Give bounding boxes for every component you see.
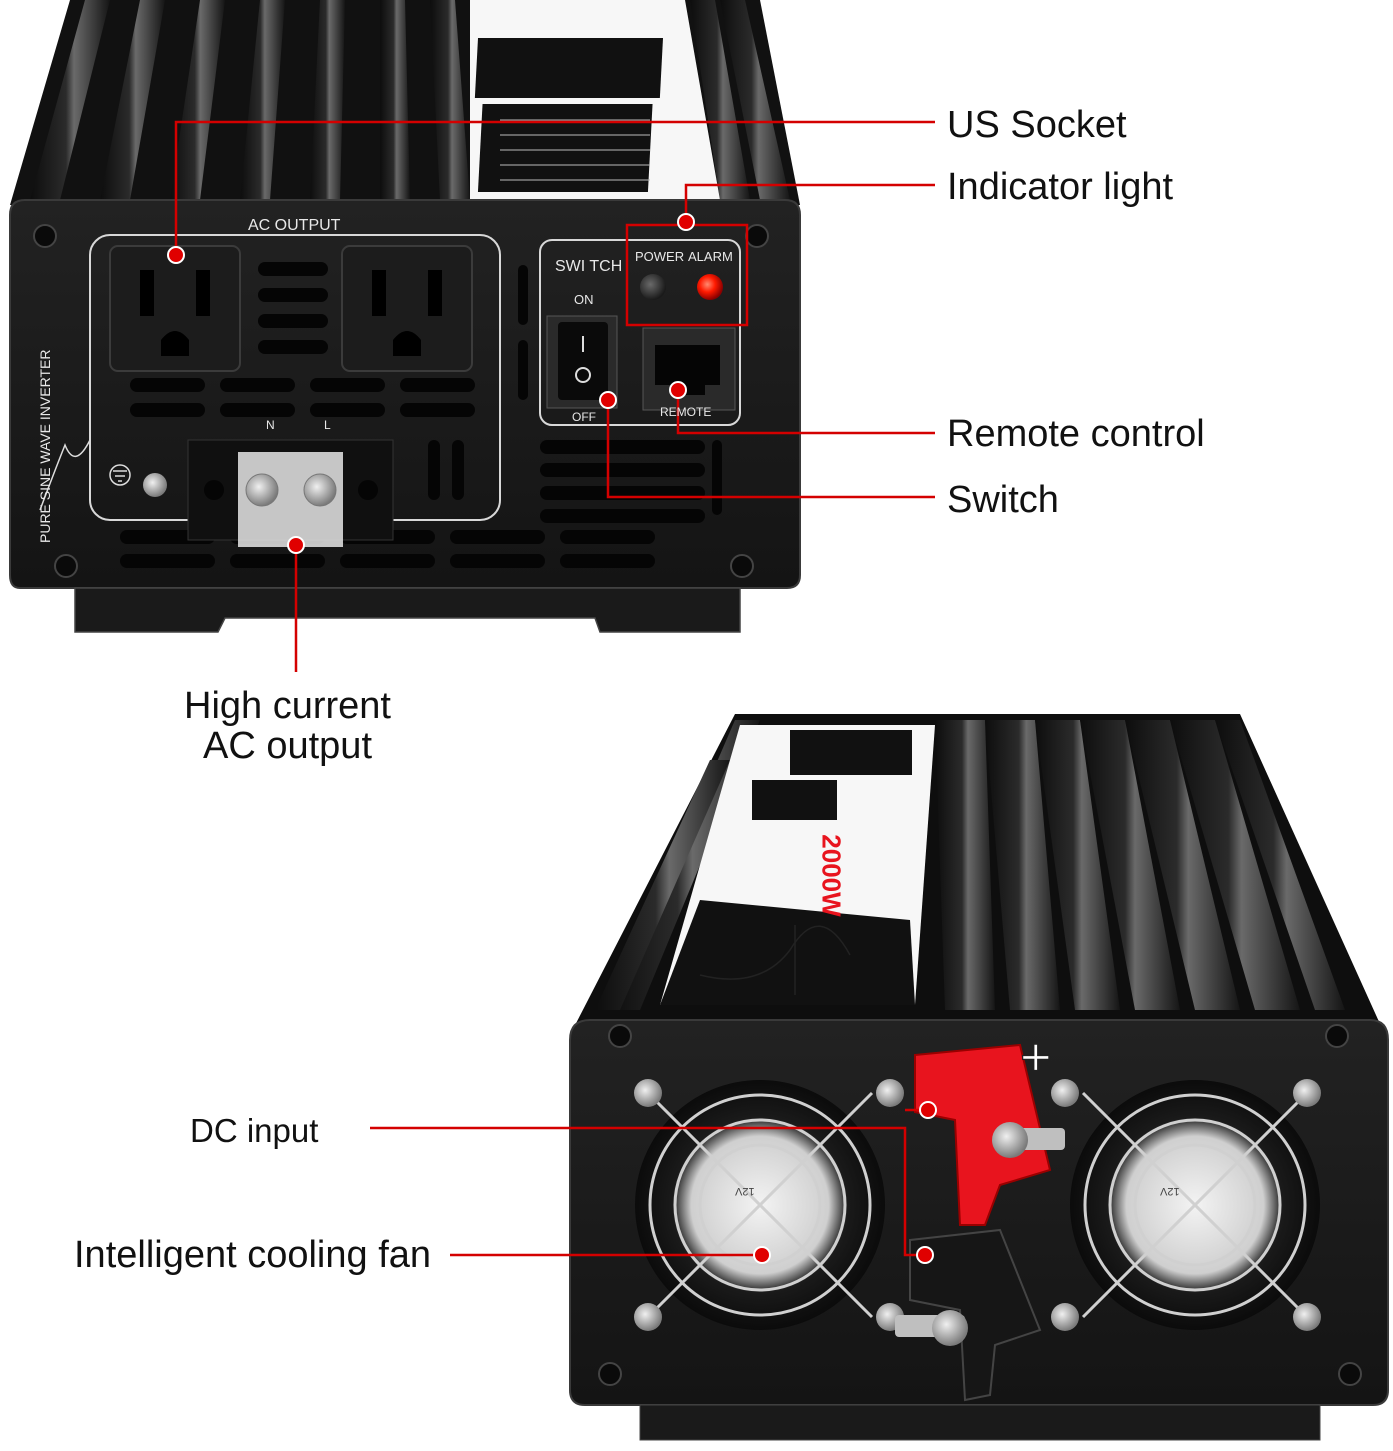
cooling-fan-left [634,1079,904,1331]
terminal-l-label: L [324,418,331,432]
fan-text-left: 12V [735,1185,755,1197]
side-text: PURE SINE WAVE INVERTER [37,349,53,543]
remote-port [642,327,736,411]
switch-label: SWI TCH [555,258,623,275]
model-label: 2000W [816,834,847,917]
callout-remote-control: Remote control [947,413,1205,455]
rocker-switch [546,315,618,409]
top-front-panel [9,199,801,633]
power-led [640,274,666,300]
dc-negative-terminal [895,1228,1042,1402]
dc-positive-terminal [914,1043,1065,1226]
callout-lines [174,120,935,1257]
bottom-inverter-body [570,714,1385,1035]
us-socket-left [109,245,241,372]
heat-sink-fins [30,0,790,200]
remote-label: REMOTE [660,405,712,419]
alarm-led [697,274,723,300]
callout-dc-input: DC input [190,1112,319,1149]
us-socket-right [341,245,473,372]
power-label: POWER [635,249,685,264]
callout-dots [167,213,937,1264]
bottom-rear-panel: + [569,1019,1389,1441]
callout-indicator-light: Indicator light [947,166,1174,208]
plus-sign: + [1020,1027,1052,1087]
alarm-label: ALARM [688,249,733,264]
switch-on-label: ON [574,292,594,307]
cooling-fan-right [1051,1079,1321,1331]
ac-terminal-block [187,439,394,547]
callout-cooling-fan: Intelligent cooling fan [74,1234,432,1276]
ac-output-label: AC OUTPUT [248,217,341,234]
callout-us-socket: US Socket [947,104,1127,146]
callout-high-current-1: High current [184,685,391,727]
callout-switch: Switch [947,479,1059,521]
fan-text-right: 12V [1160,1185,1180,1197]
callout-high-current-2: AC output [203,725,372,767]
terminal-n-label: N [266,418,275,432]
switch-off-label: OFF [572,410,596,424]
top-inverter-body [10,0,800,205]
